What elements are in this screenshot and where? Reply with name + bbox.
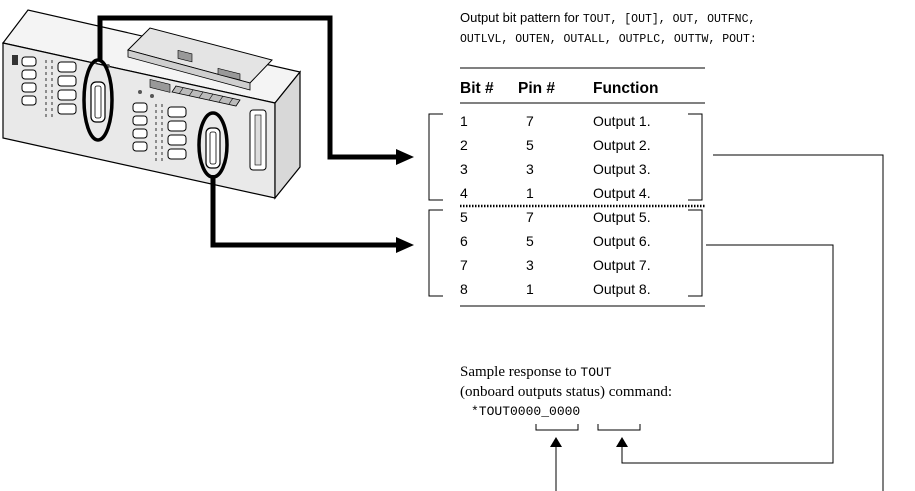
left-bracket-group2 bbox=[428, 209, 443, 297]
sample-line2: (onboard outputs status) command: bbox=[460, 384, 672, 400]
port-arrows bbox=[97, 15, 398, 248]
table-row: 7 3 Output 7. bbox=[460, 257, 651, 273]
function-cell: Output 7. bbox=[593, 257, 651, 273]
arrowhead-outputs-5-8 bbox=[396, 237, 414, 253]
pin-cell: 5 bbox=[526, 233, 534, 249]
function-cell: Output 2. bbox=[593, 137, 651, 153]
arrow-port1-to-outputs-1-4 bbox=[97, 15, 398, 160]
sample-line1-cmd: TOUT bbox=[580, 365, 611, 380]
bit-cell: 2 bbox=[460, 137, 468, 153]
arrowhead-first-nibble bbox=[550, 437, 562, 447]
left-bracket-group1 bbox=[428, 113, 443, 201]
function-cell: Output 3. bbox=[593, 161, 651, 177]
sample-response-value: *TOUT0000_0000 bbox=[471, 404, 580, 419]
bit-cell: 7 bbox=[460, 257, 468, 273]
arrowhead-second-nibble bbox=[616, 437, 628, 447]
terminal-strip bbox=[171, 85, 241, 107]
sample-line1: Sample response to TOUT bbox=[460, 364, 612, 380]
sample-response: Sample response to TOUT (onboard outputs… bbox=[460, 364, 672, 419]
right-bracket-group2 bbox=[688, 209, 703, 297]
bit-cell: 1 bbox=[460, 113, 468, 129]
caption-prefix: Output bit pattern for bbox=[460, 10, 583, 25]
line-group1-to-first-nibble bbox=[713, 154, 884, 491]
function-cell: Output 1. bbox=[593, 113, 651, 129]
table-row: 2 5 Output 2. bbox=[460, 137, 651, 153]
table-row: 5 7 Output 5. bbox=[460, 209, 651, 225]
function-cell: Output 5. bbox=[593, 209, 651, 225]
bracket-first-nibble bbox=[535, 424, 579, 431]
bit-cell: 8 bbox=[460, 281, 468, 297]
header-bit: Bit # bbox=[460, 80, 494, 97]
pin-cell: 7 bbox=[526, 209, 534, 225]
table-row: 4 1 Output 4. bbox=[460, 185, 651, 201]
connector-group-left bbox=[12, 55, 77, 120]
circled-connector-1 bbox=[82, 58, 114, 142]
right-bracket-group1 bbox=[688, 113, 703, 201]
pin-cell: 1 bbox=[526, 281, 534, 297]
response-connectors bbox=[555, 154, 884, 491]
group-brackets bbox=[428, 113, 703, 297]
connector-group-middle bbox=[132, 102, 187, 162]
pin-cell: 7 bbox=[526, 113, 534, 129]
function-cell: Output 6. bbox=[593, 233, 651, 249]
table-row: 3 3 Output 3. bbox=[460, 161, 651, 177]
nibble-brackets bbox=[535, 424, 641, 431]
header-function: Function bbox=[593, 80, 658, 97]
function-cell: Output 8. bbox=[593, 281, 651, 297]
bit-cell: 4 bbox=[460, 185, 468, 201]
table-row: 8 1 Output 8. bbox=[460, 281, 651, 297]
table-row: 1 7 Output 1. bbox=[460, 113, 651, 129]
controller-device bbox=[1, 9, 302, 200]
arrowhead-outputs-1-4 bbox=[396, 149, 414, 165]
header-pin: Pin # bbox=[518, 80, 555, 97]
caption-line2: OUTLVL, OUTEN, OUTALL, OUTPLC, OUTTW, PO… bbox=[460, 33, 757, 46]
bit-pattern-table: Bit # Pin # Function 1 7 Output 1. 2 5 O… bbox=[460, 67, 705, 307]
caption-commands-1: TOUT, [OUT], OUT, OUTFNC, bbox=[583, 13, 756, 26]
bracket-second-nibble bbox=[597, 424, 641, 431]
table-row: 6 5 Output 6. bbox=[460, 233, 651, 249]
pin-cell: 1 bbox=[526, 185, 534, 201]
bit-cell: 6 bbox=[460, 233, 468, 249]
bit-cell: 5 bbox=[460, 209, 468, 225]
caption-line1: Output bit pattern for TOUT, [OUT], OUT,… bbox=[460, 10, 755, 26]
bit-cell: 3 bbox=[460, 161, 468, 177]
function-cell: Output 4. bbox=[593, 185, 651, 201]
arrow-port2-to-outputs-5-8 bbox=[210, 175, 398, 248]
line-group2-to-second-nibble bbox=[621, 244, 834, 464]
pin-cell: 3 bbox=[526, 257, 534, 273]
pin-cell: 3 bbox=[526, 161, 534, 177]
sample-line1-text: Sample response to bbox=[460, 364, 580, 380]
pin-cell: 5 bbox=[526, 137, 534, 153]
